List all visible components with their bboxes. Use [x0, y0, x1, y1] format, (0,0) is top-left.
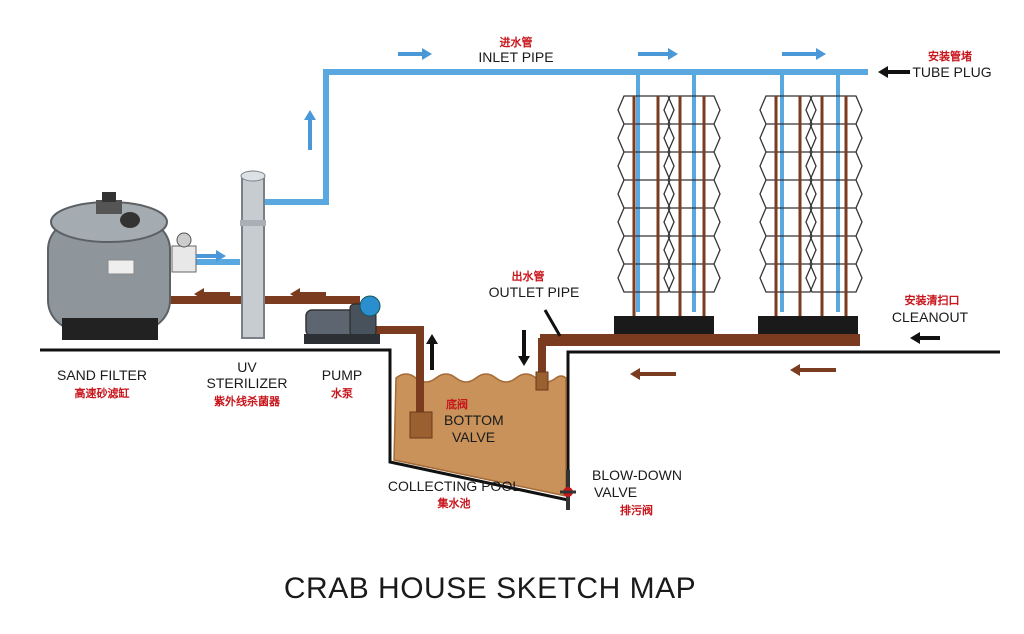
crab-house-racks [614, 95, 863, 338]
tube-plug-label: TUBE PLUG [912, 64, 991, 80]
blow-down-valve [560, 470, 576, 510]
diagram-title: CRAB HOUSE SKETCH MAP [284, 572, 696, 605]
bottom-valve-label-cn: 底阀 [446, 397, 468, 411]
tube-risers [636, 72, 840, 312]
tube-column [617, 95, 675, 318]
collecting-pool-label-cn: 集水池 [437, 496, 471, 510]
uv-label-cn: 紫外线杀菌器 [214, 394, 281, 408]
inlet-pipe-label-cn: 进水管 [500, 35, 533, 49]
outlet-pipe-label-cn: 出水管 [512, 269, 545, 283]
flow-arrow [398, 48, 432, 60]
flow-arrow [426, 334, 438, 370]
uv-label-2: STERILIZER [207, 375, 288, 391]
rack-base [758, 316, 858, 338]
flow-arrow [630, 368, 676, 380]
flow-arrow [290, 288, 326, 300]
sand-filter-label-cn: 高速砂滤缸 [75, 386, 130, 400]
tube-column [663, 95, 721, 318]
flow-arrow [196, 250, 226, 262]
inlet-pipe-label: INLET PIPE [478, 49, 553, 65]
flow-arrow [790, 364, 836, 376]
sand-filter-label: SAND FILTER [57, 367, 147, 383]
bottom-valve-label-2: VALVE [452, 429, 495, 445]
blowdown-label-1: BLOW-DOWN [592, 467, 682, 483]
flow-arrow [910, 332, 940, 344]
rack-base [614, 316, 714, 338]
flow-arrow [782, 48, 826, 60]
inlet-pipe [192, 69, 868, 265]
blowdown-label-cn: 排污阀 [620, 503, 653, 517]
tube-column [759, 95, 817, 318]
uv-label-1: UV [237, 359, 257, 375]
pump-label: PUMP [322, 367, 362, 383]
flow-arrow [638, 48, 678, 60]
outlet-pipe-label: OUTLET PIPE [489, 284, 580, 300]
collecting-pool-water [393, 373, 567, 497]
bottom-valve-label-1: BOTTOM [444, 412, 504, 428]
blowdown-label-2: VALVE [594, 484, 637, 500]
pump [304, 295, 381, 344]
bottom-valve-body [409, 411, 433, 439]
tube-column [805, 95, 863, 318]
cleanout-label-cn: 安装清扫口 [905, 293, 960, 307]
flow-arrow [878, 66, 910, 78]
flow-arrow [194, 288, 230, 300]
outlet-pipe-end [535, 371, 549, 391]
collecting-pool-label: COLLECTING POOL [388, 478, 520, 494]
cleanout-label: CLEANOUT [892, 309, 969, 325]
ground-line [40, 348, 1000, 502]
flow-arrows [194, 48, 940, 380]
tube-plug-label-cn: 安装管堵 [928, 49, 972, 63]
pump-label-cn: 水泵 [331, 386, 353, 400]
uv-sterilizer [240, 170, 266, 339]
flow-arrow [518, 330, 530, 366]
sand-filter [47, 192, 197, 340]
flow-arrow [304, 110, 316, 150]
